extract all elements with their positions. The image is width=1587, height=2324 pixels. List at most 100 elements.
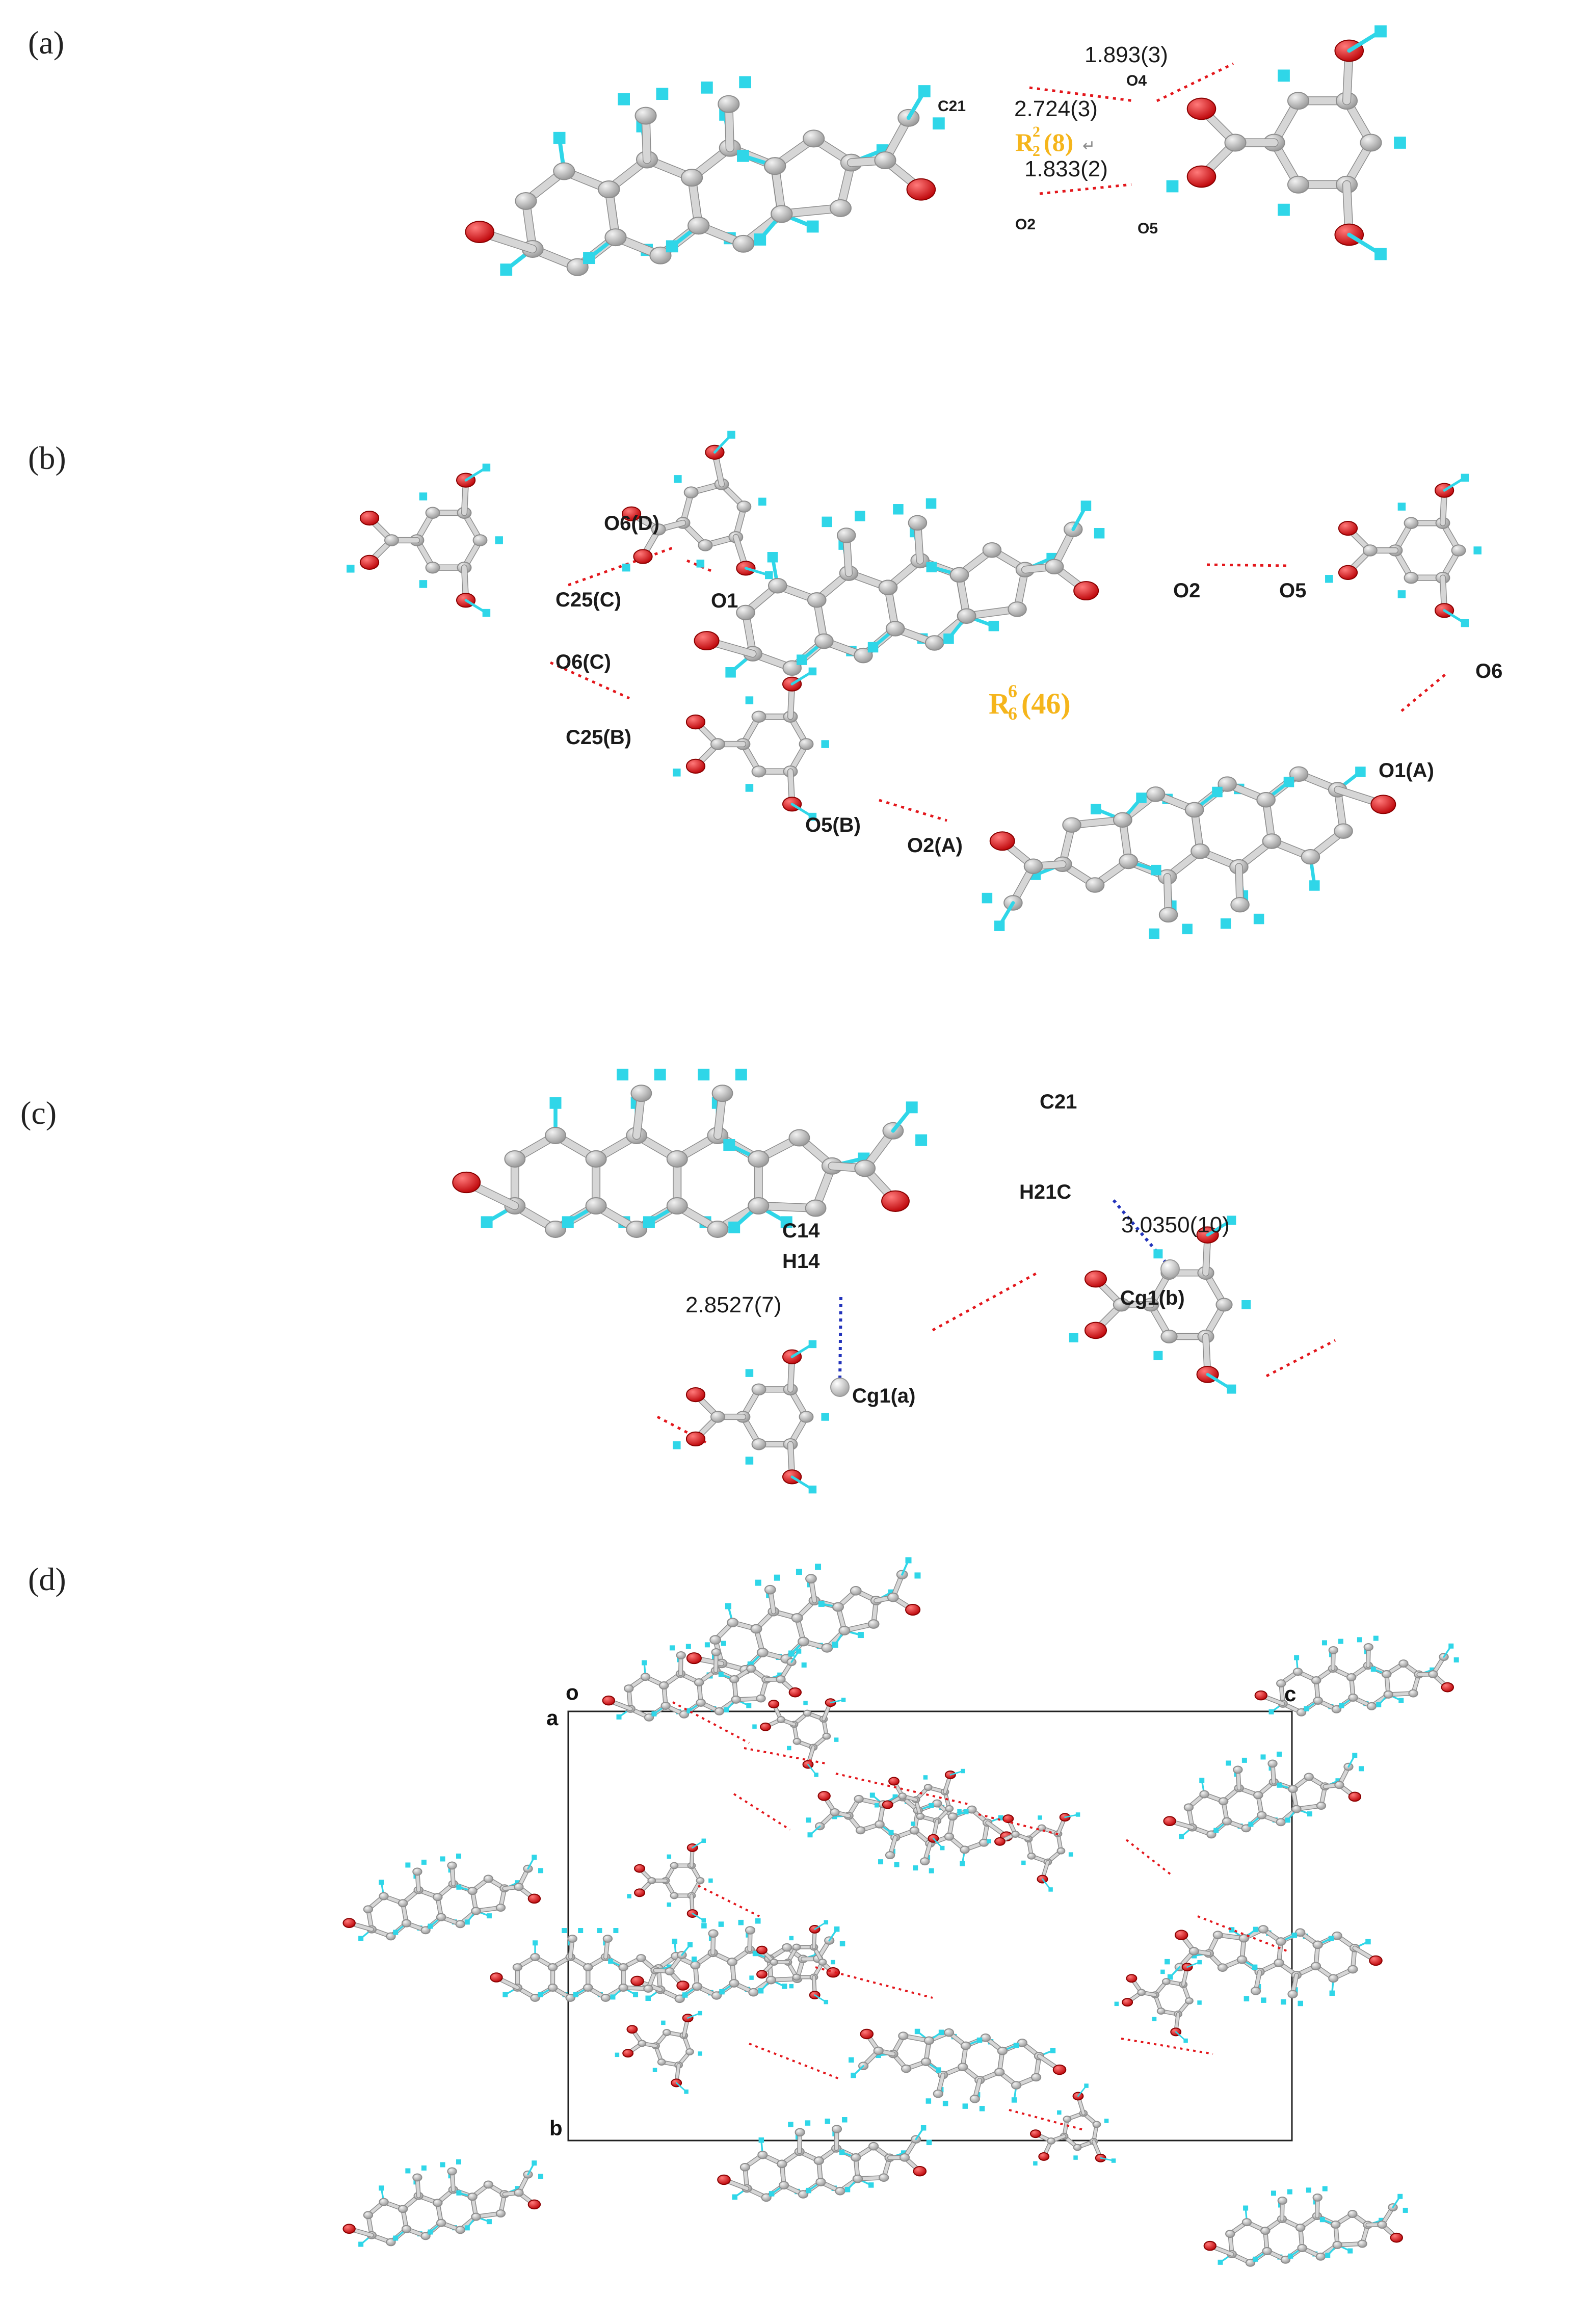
hydrogen-atom <box>962 2103 968 2109</box>
hydrogen-atom <box>698 1068 710 1080</box>
hydrogen-atom <box>739 76 752 89</box>
hydrogen-atom <box>755 1579 761 1586</box>
carbon-atom <box>1346 1673 1357 1681</box>
hydrogen-atom <box>905 1557 912 1564</box>
hydrogen-atom <box>1335 1778 1341 1784</box>
atom-label-C25C: C25(C) <box>556 589 621 611</box>
hydrogen-atom <box>1287 2189 1292 2195</box>
hydrogen-atom <box>1094 528 1105 539</box>
hydrogen-atom <box>806 1817 811 1823</box>
hydrogen-atom <box>824 1920 829 1925</box>
hydrogen-atom <box>533 1940 538 1946</box>
carbon-atom <box>696 1877 705 1884</box>
carbon-atom <box>932 1799 942 1808</box>
hydrogen-atom <box>1321 1640 1327 1646</box>
hydrogen-atom <box>839 2149 845 2155</box>
hydrogen-atom <box>701 1918 706 1923</box>
hydrogen-atom <box>723 1139 735 1151</box>
oxygen-atom <box>342 1918 356 1928</box>
hydrogen-atom <box>911 1821 915 1826</box>
carbon-atom <box>729 1979 739 1988</box>
carbon-atom <box>401 2225 412 2233</box>
carbon-atom <box>803 1709 812 1717</box>
hydrogen-atom <box>1048 1887 1053 1892</box>
hydrogen-atom <box>421 2165 427 2171</box>
atom-label-O6: O6 <box>1475 660 1502 682</box>
carbon-atom <box>471 2212 481 2221</box>
carbon-atom <box>1296 1708 1307 1716</box>
hydrogen-atom <box>669 1645 675 1651</box>
hydrogen-atom <box>834 1737 839 1742</box>
carbon-atom <box>916 1813 925 1820</box>
hydrogen-atom <box>393 2235 399 2241</box>
carbon-atom <box>874 151 896 169</box>
carbon-atom <box>1292 1668 1303 1676</box>
hydrogen-atom <box>724 1707 729 1712</box>
carbon-atom <box>1008 601 1027 617</box>
hydrogen-atom <box>963 1809 969 1814</box>
carbon-atom <box>960 1845 970 1854</box>
hydrogen-atom <box>1252 1964 1258 1970</box>
hydrogen-atom <box>855 511 865 521</box>
atom-label-H21C: H21C <box>1019 1181 1071 1203</box>
hydrogen-atom <box>617 1068 629 1080</box>
hydrogen-atom <box>815 1564 822 1570</box>
hydrogen-atom <box>685 1644 691 1649</box>
carbon-atom <box>455 1920 465 1929</box>
hydrogen-atom <box>728 1221 740 1233</box>
carbon-atom <box>1332 1931 1342 1940</box>
carbon-atom <box>746 1665 756 1673</box>
hydrogen-atom <box>618 93 630 105</box>
hydrogen-atom <box>500 263 513 276</box>
hydrogen-atom <box>1179 1834 1184 1839</box>
hydrogen-atom <box>456 2159 462 2164</box>
hydrogen-bond <box>744 1747 826 1764</box>
hydrogen-atom <box>1218 2259 1223 2265</box>
carbon-atom <box>815 2178 826 2186</box>
carbon-atom <box>739 2162 751 2172</box>
carbon-atom <box>472 534 488 546</box>
oxygen-atom <box>634 1864 645 1873</box>
carbon-atom <box>1363 1643 1373 1651</box>
carbon-atom <box>626 1221 648 1238</box>
hydrogen-atom <box>1073 2155 1078 2160</box>
carbon-atom <box>398 2205 408 2213</box>
hydrogen-atom <box>1013 2042 1019 2048</box>
carbon-atom <box>909 1826 920 1835</box>
hydrogen-atom <box>727 431 735 439</box>
oxygen-atom <box>989 831 1015 851</box>
hydrogen-atom <box>1277 1782 1282 1788</box>
carbon-atom <box>1225 2230 1235 2238</box>
carbon-atom <box>624 1684 634 1693</box>
carbon-atom <box>412 2173 422 2182</box>
hydrogen-atom <box>1220 918 1231 929</box>
hydrogen-bond <box>733 1793 791 1831</box>
hydrogen-atom <box>428 2229 433 2235</box>
carbon-atom <box>756 1694 766 1703</box>
carbon-atom <box>1288 1785 1298 1793</box>
carbon-atom <box>731 1695 741 1704</box>
carbon-atom <box>1262 2247 1272 2255</box>
carbon-atom <box>958 2063 968 2071</box>
hydrogen-atom <box>719 1989 725 1995</box>
hydrogen-atom <box>698 2011 703 2016</box>
atom-label-O1: O1 <box>711 590 738 612</box>
carbon-atom <box>805 1199 827 1217</box>
carbon-atom <box>1224 134 1247 152</box>
pi-contact-lines <box>838 1199 1169 1382</box>
oxygen-atom <box>768 1700 780 1709</box>
carbon-atom <box>1451 544 1466 557</box>
carbon-atom <box>1316 1802 1327 1810</box>
hydrogen-atom <box>667 1902 672 1907</box>
hydrogen-atom <box>656 88 669 100</box>
carbon-atom <box>920 2057 932 2066</box>
hydrogen-atom <box>832 1642 838 1648</box>
atom-label-O6C: O6(C) <box>556 651 611 673</box>
carbon-atom <box>748 1150 770 1168</box>
carbon-atom <box>1291 1805 1302 1813</box>
hydrogen-atom <box>482 463 491 472</box>
hydrogen-atom <box>549 1097 562 1109</box>
carbon-atom <box>748 1197 770 1214</box>
carbon-atom <box>805 1574 817 1584</box>
paragraph-mark: ↵ <box>1082 138 1095 154</box>
